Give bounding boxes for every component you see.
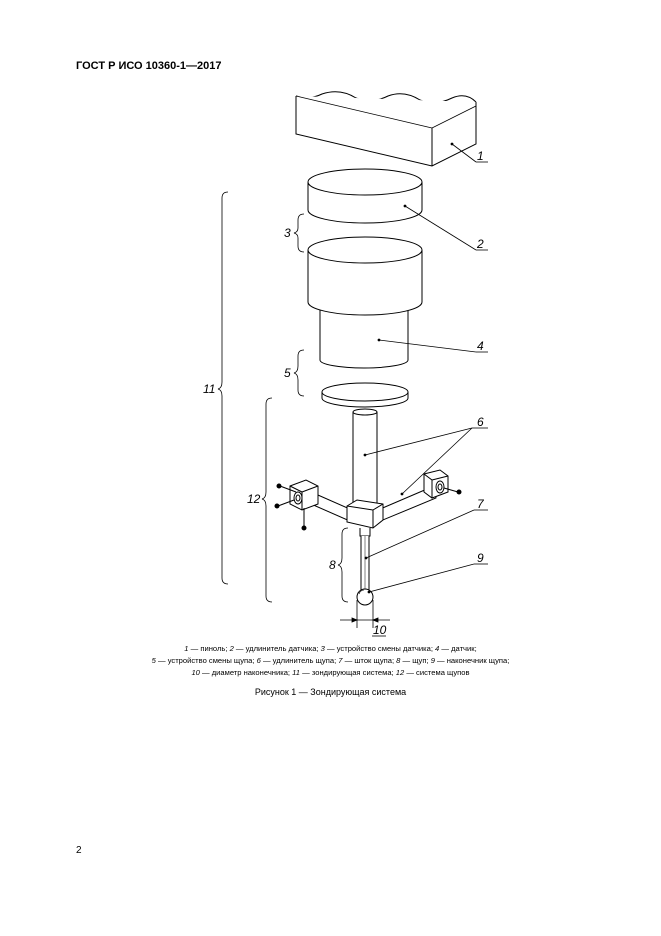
document-header: ГОСТ Р ИСО 10360-1—2017 xyxy=(76,60,222,72)
brace-5 xyxy=(293,349,305,397)
brace-3 xyxy=(293,213,305,253)
tip-diameter-dimension xyxy=(340,600,390,628)
label-2: 2 xyxy=(476,237,484,251)
label-11: 11 xyxy=(203,382,215,396)
left-stylus-module xyxy=(274,479,319,531)
probe-drawing xyxy=(307,236,423,369)
probe-extension-drawing xyxy=(307,168,423,224)
label-4: 4 xyxy=(477,339,484,353)
figure-caption: Рисунок 1 — Зондирующая система xyxy=(254,687,407,697)
label-7: 7 xyxy=(477,497,485,511)
legend-line-2: 5 — устройство смены щупа; 6 — удлинител… xyxy=(151,656,510,665)
label-1: 1 xyxy=(477,149,484,163)
label-12: 12 xyxy=(247,492,261,506)
page-number: 2 xyxy=(76,845,82,856)
label-5: 5 xyxy=(284,366,291,380)
brace-11 xyxy=(217,191,229,585)
central-cube xyxy=(346,499,384,529)
stylus-drawing xyxy=(359,528,371,591)
figure-legend: 1 — пиноль; 2 — удлинитель датчика; 3 — … xyxy=(100,643,561,679)
brace-12 xyxy=(261,397,273,603)
stylus-extension-rod xyxy=(352,408,378,506)
label-9: 9 xyxy=(477,551,484,565)
label-6: 6 xyxy=(477,415,484,429)
legend-line-1: 1 — пиноль; 2 — удлинитель датчика; 3 — … xyxy=(184,644,477,653)
stylus-change-disc-drawing xyxy=(321,382,409,408)
legend-line-3: 10 — диаметр наконечника; 11 — зондирующ… xyxy=(191,668,470,677)
brace-8 xyxy=(337,527,349,603)
label-3: 3 xyxy=(284,226,291,240)
right-stylus-module xyxy=(423,469,462,499)
quill-drawing xyxy=(295,91,477,167)
leader-lines xyxy=(363,142,488,637)
label-8: 8 xyxy=(329,558,336,572)
label-10: 10 xyxy=(373,623,387,637)
probing-system-figure: 1 2 3 4 5 6 7 8 9 10 11 12 xyxy=(203,91,488,637)
